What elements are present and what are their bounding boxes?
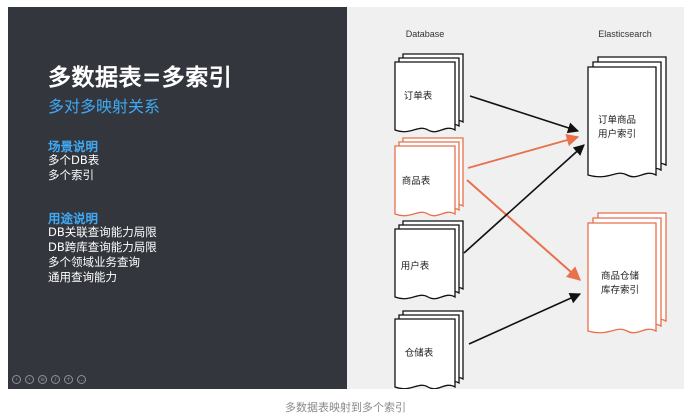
db-table-users-label: 用户表 [401, 260, 430, 272]
mapping-diagram: Database Elasticsearch 订单表 商品表 用户表 [394, 29, 667, 389]
usage-item: 通用查询能力 [48, 270, 117, 284]
es-index-order-product-user [587, 56, 667, 178]
arrow-orders-to-index1 [469, 95, 580, 134]
elasticsearch-header: Elasticsearch [598, 29, 652, 39]
scenario-heading: 场景说明 [48, 139, 99, 154]
db-table-orders [394, 53, 464, 133]
slide-subtitle: 多对多映射关系 [48, 97, 161, 116]
more-icon[interactable]: … [77, 375, 86, 384]
db-table-orders-label: 订单表 [404, 90, 433, 102]
slide-left-panel: 多数据表=多索引 多对多映射关系 场景说明 多个DB表 多个索引 用途说明 DB… [8, 7, 347, 389]
usage-heading: 用途说明 [48, 211, 99, 226]
es-index-order-product-user-label-1: 订单商品 [598, 114, 636, 126]
arrow-products-to-index1 [467, 134, 580, 169]
prev-icon[interactable]: ‹ [12, 375, 21, 384]
db-table-products-label: 商品表 [402, 175, 431, 187]
zoom-icon[interactable]: + [64, 375, 73, 384]
db-table-warehouse-label: 仓储表 [405, 347, 434, 359]
arrow-users-to-index1 [463, 144, 585, 254]
arrow-warehouse-to-index2 [468, 293, 582, 345]
database-header: Database [406, 29, 445, 39]
db-table-users [394, 220, 464, 300]
es-index-order-product-user-label-2: 用户索引 [598, 128, 636, 140]
es-index-product-warehouse-stock [587, 212, 667, 334]
usage-item: DB跨库查询能力局限 [48, 240, 157, 254]
scenario-item: 多个DB表 [48, 153, 100, 167]
scenario-item: 多个索引 [48, 168, 94, 182]
menu-icon[interactable]: ≡ [38, 375, 47, 384]
db-table-warehouse [394, 310, 464, 389]
usage-item: 多个领域业务查询 [48, 255, 140, 269]
arrow-products-to-index2 [466, 179, 582, 281]
slide: 多数据表=多索引 多对多映射关系 场景说明 多个DB表 多个索引 用途说明 DB… [8, 7, 684, 389]
next-icon[interactable]: › [25, 375, 34, 384]
pen-icon[interactable]: / [51, 375, 60, 384]
slide-title: 多数据表=多索引 [48, 65, 233, 91]
es-index-product-warehouse-stock-label-1: 商品仓储 [601, 270, 640, 282]
usage-item: DB关联查询能力局限 [48, 225, 157, 239]
db-table-products [394, 137, 464, 217]
figure-caption: 多数据表映射到多个索引 [285, 401, 406, 414]
es-index-product-warehouse-stock-label-2: 库存索引 [601, 284, 639, 296]
